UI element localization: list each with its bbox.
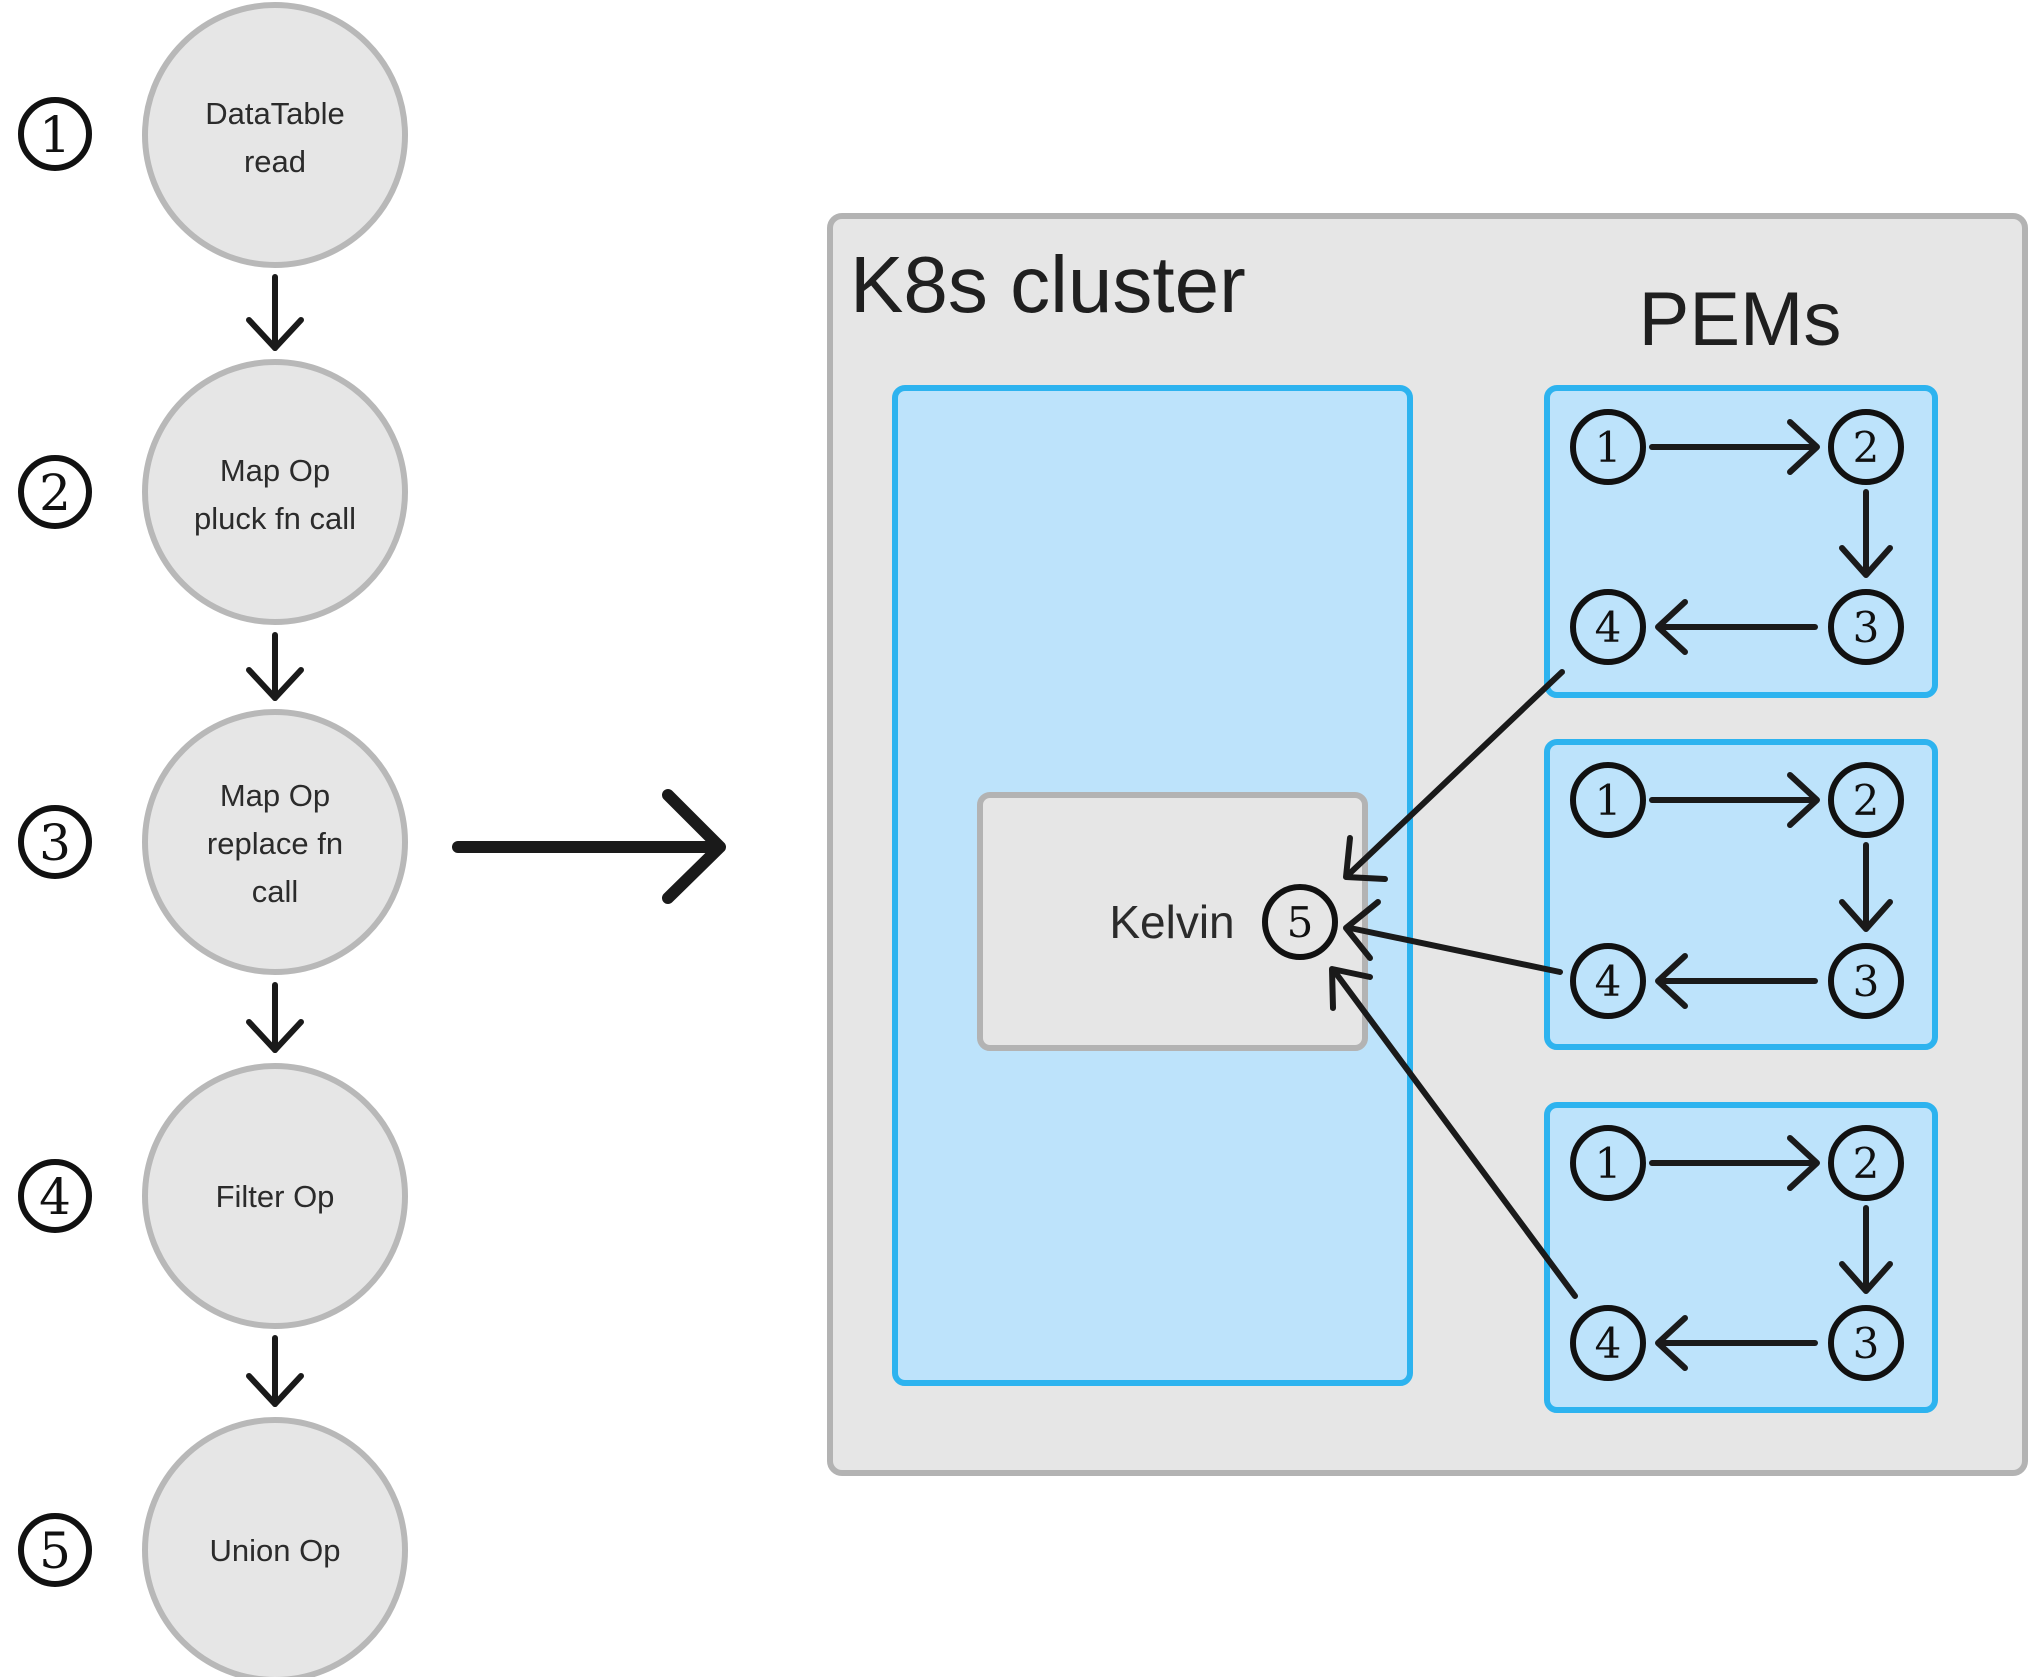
down-arrow	[246, 1335, 304, 1407]
operator-label-line: Map Op	[220, 453, 330, 488]
kelvin-box: Kelvin 5	[977, 792, 1368, 1051]
operator-node	[142, 1063, 408, 1329]
big-right-arrow	[452, 789, 726, 904]
operator-node	[142, 1417, 408, 1677]
k8s-cluster: K8s cluster PEMs Kelvin 5 1 2 3 4	[827, 213, 2028, 1476]
cluster-title: K8s cluster	[850, 240, 1246, 329]
pem-step-number: 1	[1595, 1139, 1622, 1188]
operator-label-line: read	[244, 144, 306, 179]
kelvin-step-number: 5	[1287, 898, 1314, 947]
pem-step-number: 4	[1595, 1319, 1622, 1368]
pem-step-number: 4	[1595, 603, 1622, 652]
pem-step-number: 4	[1595, 957, 1622, 1006]
operator-label-line: replace fn	[207, 826, 343, 861]
step-number-badge: 2	[18, 455, 92, 529]
step-number: 3	[39, 814, 71, 872]
operator-label-line: DataTable	[205, 96, 345, 131]
step-number: 1	[39, 106, 71, 164]
pem-step-number: 2	[1853, 1139, 1880, 1188]
pem-box: 1 2 3 4	[1544, 385, 1938, 698]
pem-box: 1 2 3 4	[1544, 739, 1938, 1050]
operator-node	[142, 2, 408, 268]
pipeline-step: 4 Filter Op	[18, 1063, 408, 1329]
pem-step-number: 2	[1853, 423, 1880, 472]
pem-box: 1 2 3 4	[1544, 1102, 1938, 1413]
operator-node	[142, 359, 408, 625]
step-number-badge: 1	[18, 97, 92, 171]
pem-step-number: 3	[1853, 603, 1880, 652]
operator-label-line: Union Op	[210, 1533, 341, 1568]
arrow-pem3-to-kelvin	[1332, 969, 1578, 1299]
step-number-badge: 3	[18, 805, 92, 879]
step-number: 4	[39, 1168, 71, 1226]
pipeline: 1 DataTable read 2 Map Op pluck fn call	[18, 2, 408, 1677]
pems-title: PEMs	[1639, 277, 1842, 362]
step-number-badge: 4	[18, 1159, 92, 1233]
down-arrow	[246, 632, 304, 701]
arrow-pem1-to-kelvin	[1345, 669, 1565, 878]
step-number: 2	[39, 464, 71, 522]
pem-step-number: 3	[1853, 957, 1880, 1006]
pipeline-step: 3 Map Op replace fn call	[18, 709, 408, 975]
step-number: 5	[39, 1522, 71, 1580]
pem-step-number: 2	[1853, 776, 1880, 825]
pipeline-step: 2 Map Op pluck fn call	[18, 359, 408, 625]
pem-to-kelvin-arrows	[1329, 669, 1578, 1299]
operator-node	[142, 709, 408, 975]
operator-label-line: Filter Op	[216, 1179, 335, 1214]
kelvin-label: Kelvin	[1109, 896, 1234, 948]
arrow-pem2-to-kelvin	[1347, 925, 1563, 975]
operator-label-line: pluck fn call	[194, 501, 356, 536]
kelvin-step-badge: 5	[1262, 884, 1338, 960]
operator-label-line: call	[252, 874, 299, 909]
down-arrow	[246, 982, 304, 1053]
pem-step-number: 1	[1595, 423, 1622, 472]
pem-step-number: 3	[1853, 1319, 1880, 1368]
pipeline-step: 5 Union Op	[18, 1417, 408, 1677]
operator-label-line: Map Op	[220, 778, 330, 813]
pipeline-step: 1 DataTable read	[18, 2, 408, 268]
step-number-badge: 5	[18, 1513, 92, 1587]
pem-step-number: 1	[1595, 776, 1622, 825]
down-arrow	[246, 274, 304, 351]
